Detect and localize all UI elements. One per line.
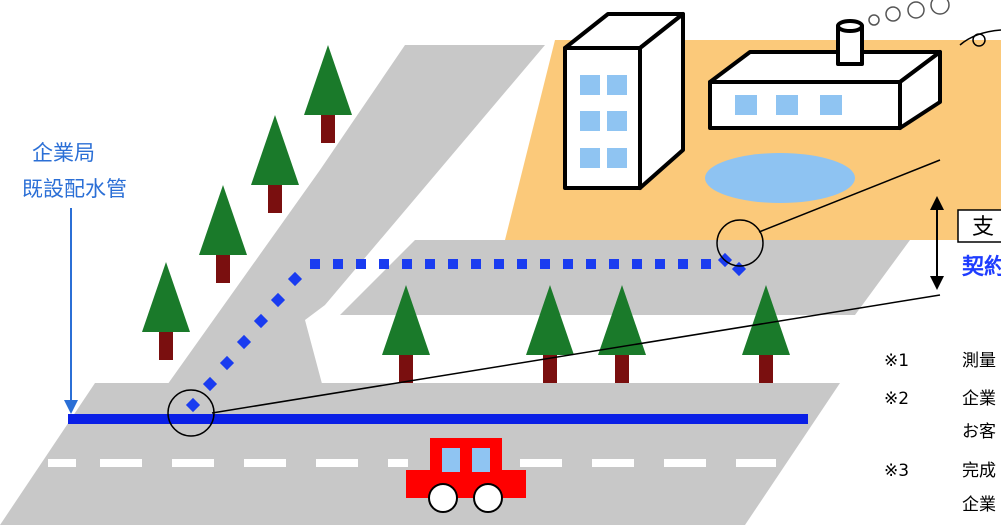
car [406, 438, 526, 513]
note-3-text: 完成 [962, 461, 996, 481]
note-3b-text: 企業 [962, 495, 996, 515]
tall-building [563, 12, 685, 190]
road-center-dashes [48, 459, 776, 467]
main-water-pipe [68, 414, 808, 424]
tree [251, 115, 299, 213]
main-road [0, 383, 840, 525]
tree [598, 285, 646, 383]
note-2-mark: ※2 [884, 389, 909, 409]
factory-windows [735, 95, 842, 115]
note-1-text: 測量 [962, 351, 996, 371]
dimension-arrow [930, 196, 944, 290]
note-2-text: 企業 [962, 389, 996, 409]
label-existing-pipe: 既設配水管 [22, 177, 127, 201]
note-2b-text: お客 [962, 422, 996, 442]
diagonal-road [160, 45, 545, 395]
side-box [957, 209, 1001, 243]
tree [526, 285, 574, 383]
tree [742, 285, 790, 383]
meter-connection-circle [716, 219, 764, 267]
tree [199, 185, 247, 283]
note-1-mark: ※1 [884, 351, 909, 371]
tree [142, 262, 190, 360]
tall-building-windows [580, 75, 627, 168]
tree [382, 285, 430, 383]
contract-label: 契約 [961, 254, 1001, 280]
connection-markers [167, 159, 941, 437]
side-box-text: 支 [972, 215, 994, 240]
trees [142, 45, 790, 383]
pond [705, 153, 855, 203]
notes: ※1 測量 ※2 企業 お客 ※3 完成 企業 [884, 351, 996, 515]
tree [304, 45, 352, 143]
label-arrow-head [64, 400, 78, 414]
note-3-mark: ※3 [884, 461, 909, 481]
smoke-puffs [868, 0, 950, 26]
label-enterprise: 企業局 [32, 141, 95, 165]
